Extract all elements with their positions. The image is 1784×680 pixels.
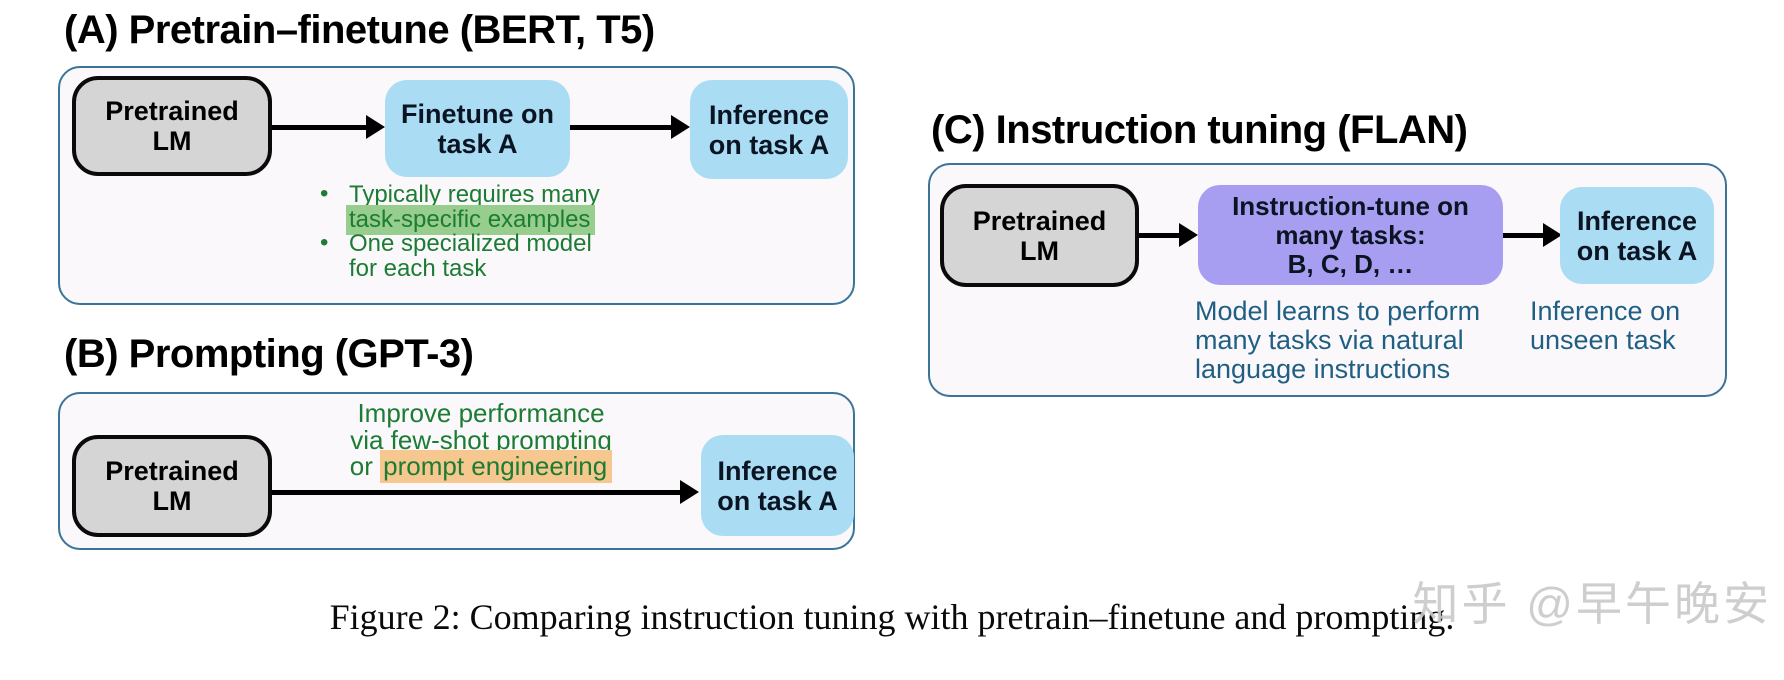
bullet-icon: • <box>320 180 329 207</box>
note-line: or prompt engineering <box>326 450 636 483</box>
bullet-item-continuation: for each task <box>320 254 600 282</box>
finetune-label-line1: Finetune on <box>401 98 554 129</box>
highlighted-text: prompt engineering <box>380 450 613 483</box>
note-line: language instructions <box>1195 354 1451 384</box>
bullet-text: Typically requires many <box>349 181 600 208</box>
panel-c-container: Pretrained LM Instruction-tune on many t… <box>928 163 1727 397</box>
bullet-text: for each task <box>349 254 487 282</box>
panel-a-title: (A) Pretrain–finetune (BERT, T5) <box>64 8 655 52</box>
pretrained-lm-label-line1: Pretrained <box>972 205 1107 236</box>
arrowhead-icon <box>1179 223 1198 247</box>
pretrained-lm-label-line1: Pretrained <box>105 96 239 126</box>
panel-a-notes: • Typically requires many task-specific e… <box>320 180 600 282</box>
arrow-shaft <box>272 490 683 495</box>
panel-b-note: Improve performance via few-shot prompti… <box>326 398 636 483</box>
note-line: via few-shot prompting <box>350 424 612 455</box>
note-line: Improve performance <box>357 398 605 428</box>
panel-b-pretrained-lm-box: Pretrained LM <box>72 435 272 537</box>
bullet-item: • One specialized model <box>320 229 600 257</box>
bullet-item: • Typically requires many <box>320 180 600 208</box>
arrow-shaft <box>570 125 674 130</box>
arrow-shaft <box>1139 233 1182 238</box>
arrowhead-icon <box>1543 223 1562 247</box>
inference-label-line2: on task A <box>1576 235 1698 266</box>
note-line: Inference on <box>1530 296 1681 326</box>
panel-a-finetune-box: Finetune on task A <box>385 80 570 177</box>
pretrained-lm-label-line2: LM <box>152 486 192 516</box>
pretrained-lm-label-line2: LM <box>1020 235 1059 266</box>
watermark: 知乎 @早午晚安 <box>1412 578 1772 630</box>
inference-label-line2: on task A <box>717 485 838 516</box>
panel-a-pretrained-lm-box: Pretrained LM <box>72 76 272 176</box>
bullet-item-continuation: task-specific examples <box>320 204 600 235</box>
arrow-shaft <box>1503 233 1546 238</box>
arrowhead-icon <box>671 115 690 139</box>
inference-label-line1: Inference <box>1576 205 1698 236</box>
panel-b-container: Pretrained LM Improve performance via fe… <box>58 392 855 550</box>
highlighted-text: task-specific examples <box>346 204 596 235</box>
arrowhead-icon <box>366 115 385 139</box>
note-text: or <box>349 451 381 481</box>
instruction-tune-label-line2: many tasks: <box>1275 219 1426 250</box>
instruction-tune-label-line3: B, C, D, … <box>1287 248 1414 279</box>
inference-label-line1: Inference <box>708 99 830 130</box>
panel-c-inference-box: Inference on task A <box>1560 187 1714 284</box>
panel-c-pretrained-lm-box: Pretrained LM <box>940 184 1139 287</box>
panel-a-container: Pretrained LM Finetune on task A Inferen… <box>58 66 855 305</box>
instruction-tune-label-line1: Instruction-tune on <box>1232 190 1469 221</box>
panel-a-inference-box: Inference on task A <box>690 80 848 179</box>
arrow-shaft <box>272 125 369 130</box>
finetune-label-line2: task A <box>437 128 518 159</box>
figure-caption: Figure 2: Comparing instruction tuning w… <box>329 597 1455 637</box>
panel-c-instruction-tune-box: Instruction-tune on many tasks: B, C, D,… <box>1198 185 1503 285</box>
panel-c-inference-note: Inference on unseen task <box>1530 297 1680 355</box>
bullet-icon: • <box>320 229 329 256</box>
note-line: many tasks via natural <box>1195 325 1464 355</box>
panel-c-model-note: Model learns to perform many tasks via n… <box>1195 297 1480 384</box>
bullet-text: One specialized model <box>349 230 592 257</box>
arrowhead-icon <box>680 480 699 504</box>
panel-c-title: (C) Instruction tuning (FLAN) <box>931 108 1468 152</box>
note-line: unseen task <box>1530 325 1676 355</box>
panel-b-inference-box: Inference on task A <box>701 435 854 536</box>
panel-b-title: (B) Prompting (GPT-3) <box>64 332 474 376</box>
inference-label-line1: Inference <box>717 455 838 486</box>
inference-label-line2: on task A <box>708 129 830 160</box>
note-line: Model learns to perform <box>1195 296 1481 326</box>
pretrained-lm-label-line1: Pretrained <box>105 456 239 486</box>
pretrained-lm-label-line2: LM <box>152 126 192 156</box>
